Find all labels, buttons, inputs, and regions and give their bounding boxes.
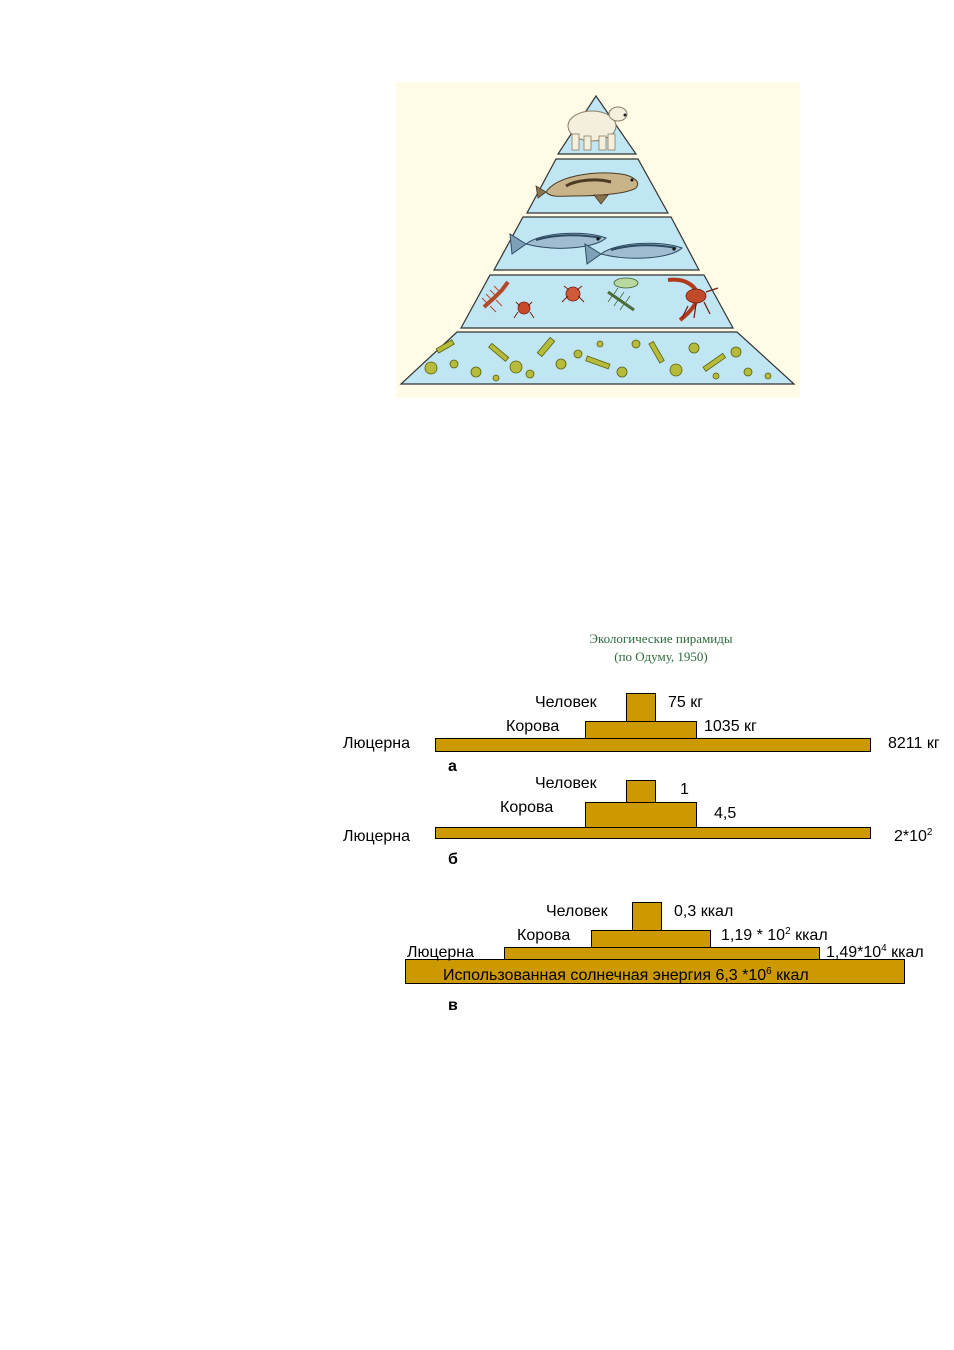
- pyramid-v-top-value: 0,3 ккал: [674, 903, 734, 920]
- pyramid-v-mid-value: 1,19 * 102 ккал: [721, 926, 828, 945]
- pyramid-level-4: [459, 274, 735, 329]
- pyramid-a-top-name: Человек: [535, 694, 597, 711]
- pyramid-b-base-bar: [435, 827, 871, 839]
- fish-icon: [509, 232, 683, 265]
- seal-icon: [535, 172, 639, 205]
- pyramid-v-solar-label: Использованная солнечная энергия 6,3 *10…: [443, 966, 809, 985]
- pyramid-b-base-value: 2*102: [894, 827, 933, 846]
- pyramid-a-mid-value: 1035 кг: [704, 718, 757, 735]
- pyramid-v-top-bar: [632, 902, 662, 932]
- pyramid-b-base-name: Люцерна: [343, 828, 411, 845]
- pyramid-v-solar-bar: [405, 959, 905, 984]
- polar-bear-icon: [567, 106, 628, 151]
- pyramid-b-top-name: Человек: [535, 775, 597, 792]
- pyramid-v-letter: в: [448, 997, 458, 1014]
- pyramid-a-top-value: 75 кг: [668, 694, 704, 711]
- pyramid-b-letter: б: [448, 851, 458, 868]
- pyramid-a-top-bar: [626, 693, 656, 723]
- pyramid-v-top-name: Человек: [546, 903, 608, 920]
- pyramid-a-base-bar: [435, 738, 871, 752]
- pyramid-v-mid-name: Корова: [517, 927, 571, 944]
- pyramid-level-5: [399, 331, 796, 385]
- zooplankton-icon: [481, 277, 719, 322]
- pyramid-v-base-value: 1,49*104 ккал: [826, 943, 924, 962]
- diagram-title: Экологические пирамиды: [589, 631, 733, 646]
- pyramid-a-mid-name: Корова: [506, 718, 560, 735]
- phytoplankton-icon: [424, 336, 772, 382]
- pyramid-b-top-bar: [626, 780, 656, 804]
- pyramid-b-mid-value: 4,5: [714, 805, 737, 822]
- pyramid-b-mid-name: Корова: [500, 799, 554, 816]
- pyramid-b-mid-bar: [585, 802, 697, 829]
- pyramid-a-base-value: 8211 кг: [888, 735, 940, 752]
- food-pyramid-illustration: [396, 82, 800, 398]
- pyramid-v-base-name: Люцерна: [407, 944, 475, 961]
- pyramid-a-letter: а: [448, 758, 457, 775]
- diagram-subtitle: (по Одуму, 1950): [614, 649, 708, 664]
- pyramid-a-base-name: Люцерна: [343, 735, 411, 752]
- pyramid-b-top-value: 1: [680, 781, 689, 798]
